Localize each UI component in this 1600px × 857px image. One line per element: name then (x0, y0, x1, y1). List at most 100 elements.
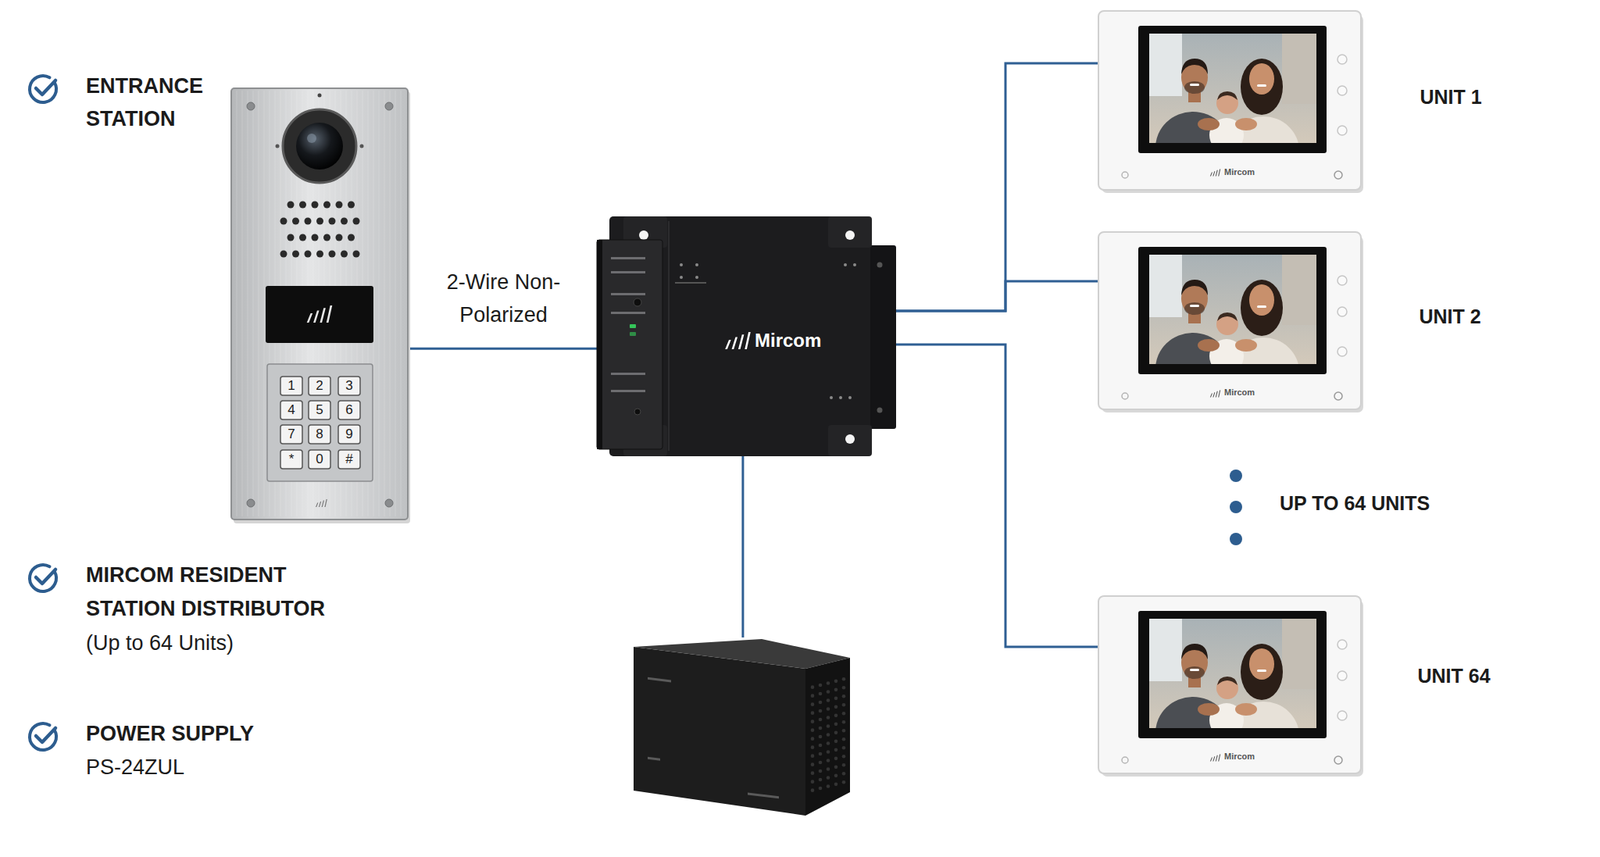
photo-window (1149, 33, 1183, 97)
vent-hole (810, 753, 815, 758)
keypad-key (338, 450, 361, 469)
logo-bar (1215, 391, 1218, 398)
terminal-dot (843, 263, 847, 267)
vent-hole (834, 705, 839, 710)
person-smile (1257, 669, 1267, 672)
resident-monitor: MircomUNIT 64 (1097, 595, 1365, 778)
side-door (596, 239, 663, 450)
speaker-hole (316, 217, 324, 225)
mic-hole (1121, 171, 1129, 179)
distributor-box: MircomMIRCOM RESIDENT STATION DISTRIBUTO… (596, 216, 897, 457)
monitor-button (1337, 275, 1347, 286)
check-icon (25, 71, 64, 107)
key-label: 3 (345, 378, 353, 394)
connector-wire (896, 281, 1098, 311)
speaker-hole (304, 250, 312, 258)
unit-label: UNIT 64 (1417, 664, 1490, 688)
brand-label: Mircom (1224, 387, 1255, 398)
person-head (1216, 677, 1239, 700)
vent-hole (842, 763, 847, 768)
monitor-art (1097, 10, 1365, 194)
vent-hole (842, 754, 847, 759)
panel-marking (610, 271, 646, 274)
vent-hole (834, 696, 839, 701)
person-arm (1197, 339, 1220, 352)
person-smile (1189, 83, 1200, 86)
vent-hole (810, 745, 815, 750)
keypad-key (280, 450, 303, 469)
connector-wire (896, 344, 1098, 647)
speaker-hole (328, 217, 336, 225)
vent-hole (826, 767, 831, 772)
screen-photo (1149, 33, 1317, 143)
person-arm (1235, 703, 1258, 716)
person-hair (1240, 643, 1283, 700)
person-hair (1217, 312, 1238, 322)
vent-hole (818, 683, 823, 688)
brush-line (389, 90, 391, 517)
vent-hole (818, 760, 823, 765)
vent-hole (826, 707, 831, 711)
keypad-key (280, 376, 303, 396)
terminal-dot (853, 263, 857, 267)
camera-ring (282, 109, 357, 183)
mount-hole (845, 230, 855, 240)
speaker-hole (323, 201, 331, 209)
logo-bar (1210, 172, 1213, 177)
monitor-frame (1098, 232, 1361, 410)
brush-line (400, 90, 402, 517)
speaker-hole (299, 234, 307, 242)
vent-hole (810, 762, 815, 767)
monitor-button (1337, 54, 1347, 65)
vent-hole (810, 685, 815, 690)
power-button (1334, 392, 1343, 400)
check-mark (35, 728, 56, 743)
vent-hole (818, 709, 823, 714)
person-arm (1197, 703, 1220, 716)
top-tab (828, 216, 872, 248)
vent-hole (842, 711, 847, 716)
logo-bar (1210, 393, 1213, 398)
vent-hole (842, 703, 847, 708)
vent-hole (826, 758, 831, 763)
logo-bar (315, 503, 318, 508)
vent-hole (842, 746, 847, 750)
vent-hole (810, 771, 815, 775)
brush-line (384, 90, 386, 517)
speaker-hole (340, 250, 348, 258)
speaker-hole (353, 217, 361, 225)
vent-hole (818, 692, 823, 697)
monitor-button (1337, 710, 1347, 721)
panel-face (231, 88, 408, 520)
terminal-dot (829, 396, 833, 400)
note-label: UP TO 64 UNITS (1279, 491, 1430, 515)
check-circle (29, 723, 57, 750)
vent-hole (818, 700, 823, 705)
keypad-key (308, 376, 331, 396)
door-edge (596, 239, 603, 450)
logo-bar (1215, 755, 1218, 762)
vent-hole (818, 726, 823, 731)
key-label: 8 (315, 426, 323, 443)
terminal-marking (675, 282, 707, 284)
sensor-dot (360, 144, 365, 149)
logo-bar (324, 499, 327, 508)
brush-line (395, 90, 397, 517)
vent-hole (826, 724, 831, 729)
heading-text: ENTRANCE STATION (85, 69, 258, 136)
check-mark (35, 80, 56, 95)
logo-bar (744, 332, 750, 350)
vent-hole (834, 688, 839, 693)
speaker-hole (299, 201, 307, 209)
panel-marking (610, 389, 646, 393)
key-label: 4 (287, 402, 295, 418)
monitor-button (1337, 671, 1347, 681)
person-beard (1184, 302, 1205, 315)
person-arm (1235, 117, 1258, 131)
terminal-dot (695, 275, 699, 279)
logo-bar (1212, 756, 1215, 761)
speaker-hole (340, 217, 348, 225)
vent-hole (834, 722, 839, 727)
key-label: 0 (315, 451, 323, 468)
screw (246, 102, 255, 111)
